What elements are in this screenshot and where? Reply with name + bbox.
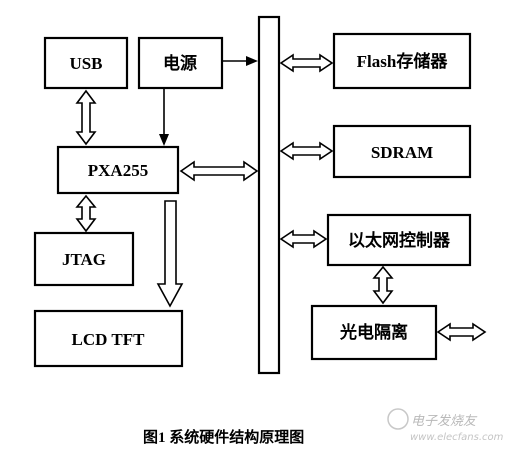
power-label: 电源 xyxy=(163,53,197,73)
isolation-block: 光电隔离 xyxy=(310,304,438,361)
watermark-url: www.elecfans.com xyxy=(410,432,504,443)
power-box xyxy=(137,36,224,90)
sdram-box xyxy=(332,124,472,179)
ethernet-block: 以太网控制器 xyxy=(326,213,472,267)
flash-box xyxy=(332,32,472,90)
cpu-bus-double-arrow xyxy=(179,160,259,182)
jtag-block: JTAG xyxy=(33,231,135,287)
usb-block: USB xyxy=(43,36,129,90)
isolation-label: 光电隔离 xyxy=(339,322,408,342)
cpu-block: PXA255 xyxy=(56,145,180,195)
lcd-label: LCD TFT xyxy=(72,330,146,349)
cpu-lcd-arrow xyxy=(156,200,184,308)
cpu-jtag-double-arrow xyxy=(75,194,97,233)
watermark-logo-icon xyxy=(387,408,409,430)
watermark: 电子发烧友 www.elecfans.com xyxy=(387,408,504,443)
ethernet-label: 以太网控制器 xyxy=(348,230,451,250)
flash-block: Flash存储器 xyxy=(332,32,472,90)
usb-label: USB xyxy=(69,54,102,73)
cpu-label: PXA255 xyxy=(88,161,148,180)
bus-sdram-double-arrow xyxy=(279,141,334,161)
isolation-external-double-arrow xyxy=(436,322,487,342)
bus-ethernet-double-arrow xyxy=(279,229,328,249)
jtag-box xyxy=(33,231,135,287)
watermark-logo-text: 电子发烧友 xyxy=(411,414,478,429)
ethernet-box xyxy=(326,213,472,267)
power-cpu-arrowhead xyxy=(159,134,169,146)
usb-box xyxy=(43,36,129,90)
jtag-label: JTAG xyxy=(62,250,106,269)
ethernet-isolation-double-arrow xyxy=(372,265,394,305)
figure-caption: 图1 系统硬件结构原理图 xyxy=(143,428,304,446)
system-bus xyxy=(257,15,281,375)
cpu-box xyxy=(56,145,180,195)
sdram-block: SDRAM xyxy=(332,124,472,179)
flash-label: Flash存储器 xyxy=(357,51,449,71)
isolation-box xyxy=(310,304,438,361)
power-bus-arrowhead xyxy=(246,56,258,66)
power-block: 电源 xyxy=(137,36,224,90)
lcd-block: LCD TFT xyxy=(33,309,184,368)
bus-flash-double-arrow xyxy=(279,53,334,73)
lcd-box xyxy=(33,309,184,368)
sdram-label: SDRAM xyxy=(371,143,433,162)
usb-cpu-double-arrow xyxy=(75,89,97,146)
